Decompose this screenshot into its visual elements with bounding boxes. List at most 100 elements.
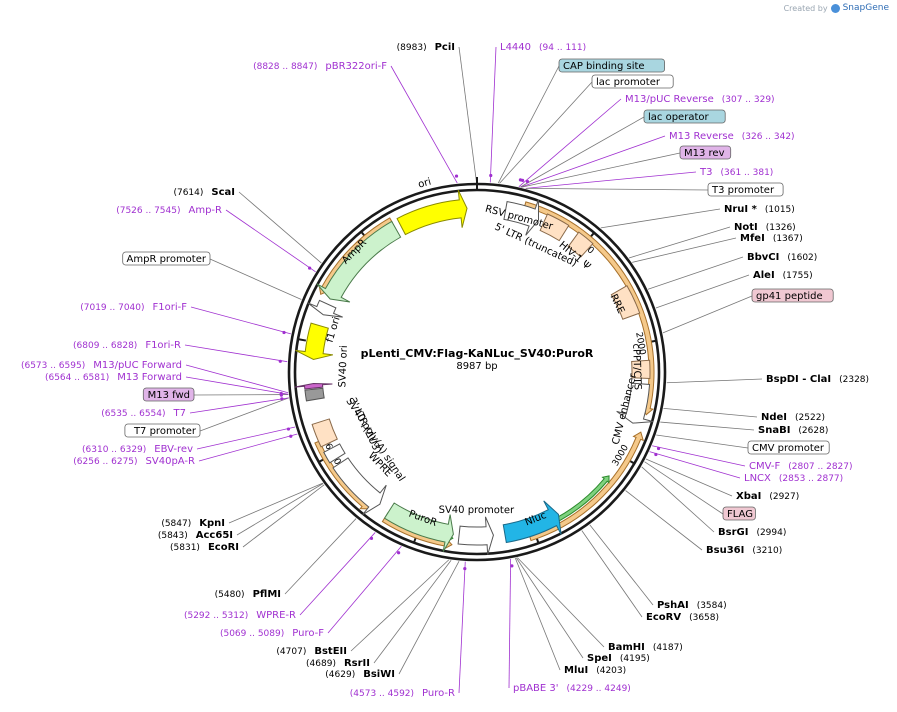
site-text: (5847)KpnI <box>161 518 225 529</box>
enzyme-ndei[interactable]: NdeI(2522) <box>761 412 825 423</box>
feature-box-m13-fwd[interactable]: M13 fwd <box>142 387 195 402</box>
primer-site-mark <box>489 173 493 178</box>
enzyme-bsiwi[interactable]: (4629)BsiWI <box>325 669 395 680</box>
leader-flag <box>644 461 724 515</box>
enzyme-acc65i[interactable]: (5843)Acc65I <box>158 530 233 541</box>
feature-box-ampr-promoter[interactable]: AmpR promoter <box>122 251 211 266</box>
primer-m13-reverse[interactable]: M13 Reverse(326 .. 342) <box>669 131 795 142</box>
feature-box-m13-rev[interactable]: M13 rev <box>679 145 732 160</box>
primer-lncx[interactable]: LNCX(2853 .. 2877) <box>744 473 843 484</box>
feature-label-sv40-ori: SV40 ori <box>337 345 350 388</box>
feature-box-flag[interactable]: FLAG <box>722 506 756 521</box>
enzyme-ecori[interactable]: (5831)EcoRI <box>170 542 239 553</box>
primer-m13-forward[interactable]: (6564 .. 6581)M13 Forward <box>45 372 182 383</box>
feature-ampr <box>316 220 402 303</box>
primer-m13-puc-reverse[interactable]: M13/pUC Reverse(307 .. 329) <box>625 94 775 105</box>
feature-box-cap-binding-site[interactable]: CAP binding site <box>558 58 665 73</box>
leader-mlui <box>514 557 561 671</box>
leader-cmv-f <box>652 445 746 467</box>
feature-ori <box>396 189 468 236</box>
feature-box-cmv-promoter[interactable]: CMV promoter <box>747 440 830 455</box>
enzyme-pshai[interactable]: PshAI(3584) <box>657 600 727 611</box>
primer-f1ori-r[interactable]: (6809 .. 6828)F1ori-R <box>73 340 181 351</box>
site-text: (5292 .. 5312)WPRE-R <box>184 610 296 621</box>
site-text: MfeI(1367) <box>740 233 803 244</box>
primer-site-mark <box>396 551 401 555</box>
primer-t3[interactable]: T3(361 .. 381) <box>699 167 773 178</box>
primer-site-mark <box>282 330 286 335</box>
site-text: M13 Reverse(326 .. 342) <box>669 131 795 142</box>
leader-ecorv <box>581 530 643 618</box>
enzyme-bsteii[interactable]: (4707)BstEII <box>276 646 347 657</box>
primer-l4440[interactable]: L4440(94 .. 111) <box>500 42 586 53</box>
site-text: CMV-F(2807 .. 2827) <box>749 461 853 472</box>
feature-rre <box>610 285 641 320</box>
primer-amp-r[interactable]: (7526 .. 7545)Amp-R <box>116 205 222 216</box>
feature-label-ori: ori <box>417 177 432 191</box>
enzyme-bamhi[interactable]: BamHI(4187) <box>608 642 683 653</box>
site-text: MluI(4203) <box>564 665 626 676</box>
enzyme-spei[interactable]: SpeI(4195) <box>587 653 650 664</box>
leader-ecori <box>242 484 325 548</box>
enzyme-ecorv[interactable]: EcoRV(3658) <box>646 612 719 623</box>
enzyme-scai[interactable]: (7614)ScaI <box>173 187 235 198</box>
enzyme-kpni[interactable]: (5847)KpnI <box>161 518 225 529</box>
leader-f1ori-f <box>190 306 291 335</box>
primer-m13-puc-forward[interactable]: (6573 .. 6595)M13/pUC Forward <box>21 360 182 371</box>
primer-cmv-f[interactable]: CMV-F(2807 .. 2827) <box>749 461 853 472</box>
enzyme-noti[interactable]: NotI(1326) <box>734 222 796 233</box>
leader-pbabe-3 <box>508 558 512 689</box>
leader-m13-puc-reverse <box>518 98 622 187</box>
enzyme-xbai[interactable]: XbaI(2927) <box>736 491 799 502</box>
feature-box-t7-promoter[interactable]: T7 promoter <box>124 423 201 438</box>
feature-box-lac-operator[interactable]: lac operator <box>643 109 726 124</box>
feature-label-3-ltr-u3: 3' LTR (ΔU3) <box>347 396 383 456</box>
primer-puro-f[interactable]: (5069 .. 5089)Puro-F <box>220 628 324 639</box>
primer-pbr322ori-f[interactable]: (8828 .. 8847)pBR322ori-F <box>253 61 387 72</box>
leader-kpni <box>228 482 324 524</box>
enzyme-bsu36i[interactable]: Bsu36I(3210) <box>706 545 782 556</box>
leader-puro-f <box>327 546 402 634</box>
primer-f1ori-f[interactable]: (7019 .. 7040)F1ori-F <box>80 302 187 313</box>
site-text: EcoRV(3658) <box>646 612 719 623</box>
primer-ebv-rev[interactable]: (6310 .. 6329)EBV-rev <box>82 444 193 455</box>
feature-box-gp41-peptide[interactable]: gp41 peptide <box>751 288 834 303</box>
enzyme-pcii[interactable]: (8983)PciI <box>397 42 455 53</box>
leader-ampr-promoter <box>209 258 302 300</box>
enzyme-bbvci[interactable]: BbvCI(1602) <box>747 252 817 263</box>
box-label: M13 fwd <box>148 390 190 401</box>
primer-wpre-r[interactable]: (5292 .. 5312)WPRE-R <box>184 610 296 621</box>
site-text: (6535 .. 6554)T7 <box>101 408 186 419</box>
primer-puro-r[interactable]: (4573 .. 4592)Puro-R <box>350 688 455 699</box>
leader-amp-r <box>225 209 316 273</box>
enzyme-mfei[interactable]: MfeI(1367) <box>740 233 803 244</box>
feature-box-t3-promoter[interactable]: T3 promoter <box>707 182 784 197</box>
site-text: Bsu36I(3210) <box>706 545 782 556</box>
site-text: (6573 .. 6595)M13/pUC Forward <box>21 360 182 371</box>
primer-sv40pa-r[interactable]: (6256 .. 6275)SV40pA-R <box>73 456 195 467</box>
plasmid-name: pLenti_CMV:Flag-KaNLuc_SV40:PuroR <box>361 347 594 360</box>
feature-lac <box>294 382 333 390</box>
enzyme-mlui[interactable]: MluI(4203) <box>564 665 626 676</box>
primer-site-mark <box>289 434 293 438</box>
leader-t3-promoter <box>525 187 709 191</box>
leader-bsrgi <box>641 466 715 533</box>
primer-t7[interactable]: (6535 .. 6554)T7 <box>101 408 186 419</box>
site-text: (8828 .. 8847)pBR322ori-F <box>253 61 387 72</box>
feature-ori-gray <box>304 387 325 402</box>
enzyme-pflmi[interactable]: (5480)PflMI <box>215 589 281 600</box>
box-label: lac promoter <box>596 77 661 88</box>
leader-pflmi <box>284 518 357 595</box>
feature-box-lac-promoter[interactable]: lac promoter <box>591 74 674 89</box>
primer-pbabe-3[interactable]: pBABE 3'(4229 .. 4249) <box>513 683 631 694</box>
leader-lac-operator <box>520 116 645 188</box>
enzyme-bsrgi[interactable]: BsrGI(2994) <box>718 527 786 538</box>
leader-bsiwi <box>398 560 460 675</box>
enzyme-rsrii[interactable]: (4689)RsrII <box>306 658 370 669</box>
enzyme-nrui[interactable]: NruI *(1015) <box>724 204 795 215</box>
enzyme-alei[interactable]: AleI(1755) <box>753 270 813 281</box>
enzyme-snabi[interactable]: SnaBI(2628) <box>758 425 828 436</box>
enzyme-bspdi-clai[interactable]: BspDI - ClaI(2328) <box>766 374 869 385</box>
feature-label-f1-ori: f1 ori <box>325 316 343 344</box>
